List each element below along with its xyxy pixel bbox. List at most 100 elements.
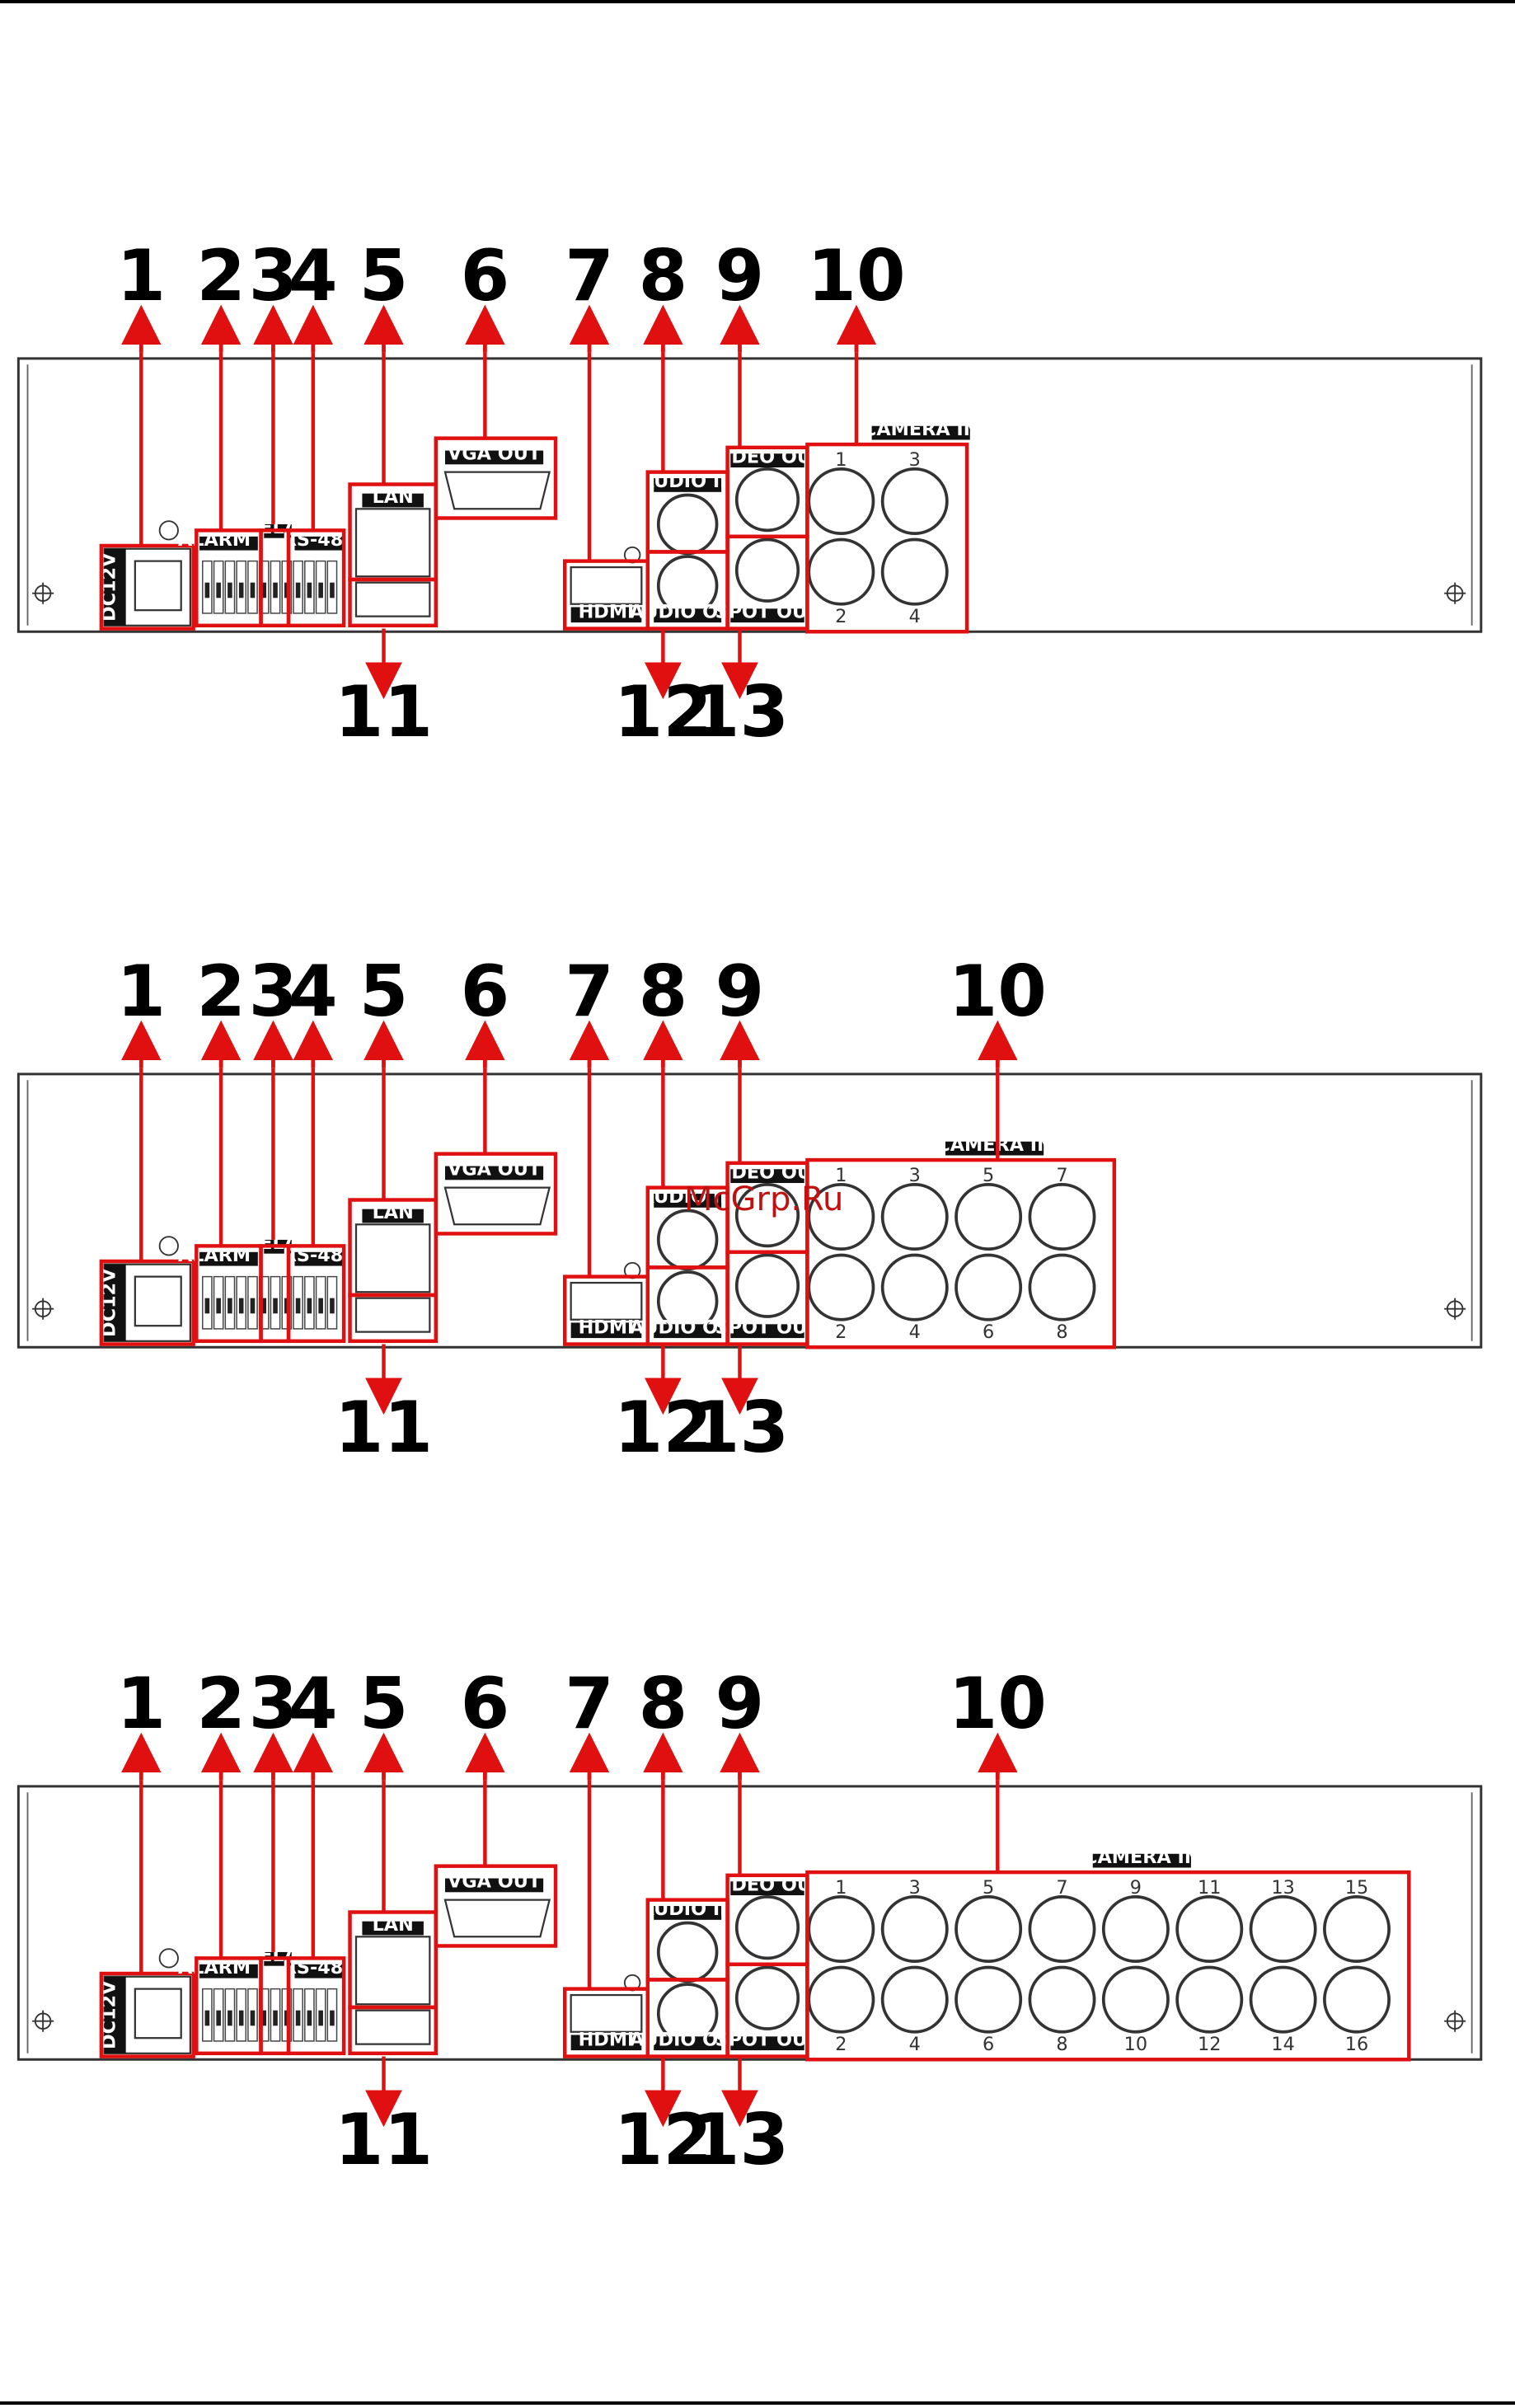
callout-number: 7: [565, 1663, 614, 1745]
camera-bnc: [1101, 1965, 1170, 2034]
terminal-screw: [204, 582, 210, 598]
callout-number: 8: [639, 235, 688, 317]
ground-icon: [158, 520, 179, 541]
camera-in-label: CAMERA IN: [936, 1134, 1052, 1156]
hdmi-label-bar: [570, 607, 642, 623]
usb-port: [354, 581, 431, 617]
dc12v-bar: [104, 1264, 126, 1341]
camera-number: 15: [1345, 1877, 1368, 1899]
chassis-rails: [26, 1792, 1473, 2054]
vga-out-label-bar: [444, 1166, 544, 1181]
watermark-text: McGrp.Ru: [684, 1181, 844, 1218]
box-vga-out: [434, 1864, 558, 1948]
dc12v-jack: [134, 560, 182, 612]
camera-bnc: [880, 1895, 949, 1963]
audio-in-label-bar: [654, 478, 722, 492]
terminal-screw: [318, 2010, 323, 2026]
audio-in-label: AUDIO IN: [640, 471, 735, 492]
terminal-screw: [227, 2010, 232, 2026]
camera-number: 3: [909, 449, 921, 471]
camera-number: 2: [835, 2034, 847, 2055]
hdmi-label-bar: [570, 2035, 642, 2051]
bottom-rule: [0, 2401, 1515, 2405]
relay-label: RELAY: [246, 517, 311, 538]
screw-cross-icon: [32, 582, 54, 604]
video-out-label-bar: [730, 1169, 804, 1184]
hdmi-label: HDMI: [579, 602, 635, 623]
vga-out-label: VGA OUT: [448, 1871, 542, 1893]
camera-number: 3: [909, 1165, 921, 1186]
camera-number: 4: [909, 2034, 921, 2055]
box-vga-out: [434, 436, 558, 520]
camera-bnc: [807, 537, 875, 606]
video-out-label-bar: [730, 1881, 804, 1896]
callout-number: 3: [249, 235, 298, 317]
camera-number: 2: [835, 606, 847, 627]
callout-number: 1: [117, 951, 167, 1033]
box-dc12v: [99, 1259, 195, 1346]
terminal-screw: [330, 1298, 335, 1314]
alarm-in-label-bar: [199, 1251, 258, 1266]
camera-number: 13: [1271, 1877, 1294, 1899]
audio-in-label-bar: [654, 1194, 722, 1208]
lan-label-bar: [362, 1921, 424, 1936]
terminal-screw: [250, 1298, 256, 1314]
camera-number: 7: [1056, 1165, 1067, 1186]
camera-bnc: [1323, 1895, 1391, 1963]
terminal-screw: [261, 582, 267, 598]
callout-number: 11: [335, 1387, 433, 1469]
lan-label: LAN: [373, 1914, 414, 1936]
video-out-label-bar: [730, 453, 804, 468]
spot-out-label: SPOT OUT: [715, 1317, 821, 1339]
camera-number: 16: [1345, 2034, 1368, 2055]
callout-number: 1: [117, 235, 167, 317]
lan-port: [354, 1936, 431, 2006]
camera-bnc: [1028, 1183, 1096, 1251]
callout-number: 9: [715, 951, 765, 1033]
callout-number: 6: [461, 235, 510, 317]
camera-in-label-bar: [945, 1141, 1044, 1156]
camera-number: 8: [1056, 2034, 1067, 2055]
callout-number: 4: [288, 1663, 338, 1745]
terminal-screw: [295, 2010, 301, 2026]
video-out-bnc: [734, 1183, 800, 1248]
terminal-screw: [307, 2010, 312, 2026]
screw-cross-icon: [32, 1298, 54, 1320]
callout-number: 12: [614, 671, 712, 753]
lan-label: LAN: [373, 1202, 414, 1223]
camera-number: 1: [835, 1877, 847, 1899]
camera-bnc: [1028, 1253, 1096, 1321]
terminal-screw: [318, 1298, 323, 1314]
chassis-rails: [26, 364, 1473, 626]
screw-cross-icon: [1444, 582, 1466, 604]
terminal-screw: [273, 582, 278, 598]
camera-bnc: [954, 1253, 1023, 1321]
camera-in-label-bar: [1092, 1853, 1191, 1868]
camera-number: 1: [835, 449, 847, 471]
camera-number: 5: [983, 1877, 994, 1899]
callout-number: 5: [359, 1663, 409, 1745]
callout-number: 13: [691, 2099, 789, 2181]
box-vga-out: [434, 1152, 558, 1236]
box-camera-in: [805, 1157, 1117, 1350]
camera-bnc: [880, 1965, 949, 2034]
vga-port: [443, 471, 551, 510]
terminal-screw: [261, 2010, 267, 2026]
terminal-screw: [295, 1298, 301, 1314]
spot-out-label-bar: [730, 608, 804, 623]
box-rs485: [286, 528, 346, 628]
camera-bnc: [1249, 1965, 1317, 2034]
terminal-screw: [273, 2010, 278, 2026]
spot-out-label: SPOT OUT: [715, 2030, 821, 2051]
callout-number: 9: [715, 235, 765, 317]
hdmi-port: [570, 1993, 643, 2033]
callout-number: 11: [335, 671, 433, 753]
camera-number: 9: [1130, 1877, 1142, 1899]
camera-bnc: [1175, 1965, 1244, 2034]
lan-label-bar: [362, 493, 424, 508]
terminal-screw: [216, 582, 221, 598]
rs485-label-bar: [294, 1251, 345, 1266]
rs485-label-bar: [294, 1964, 345, 1979]
